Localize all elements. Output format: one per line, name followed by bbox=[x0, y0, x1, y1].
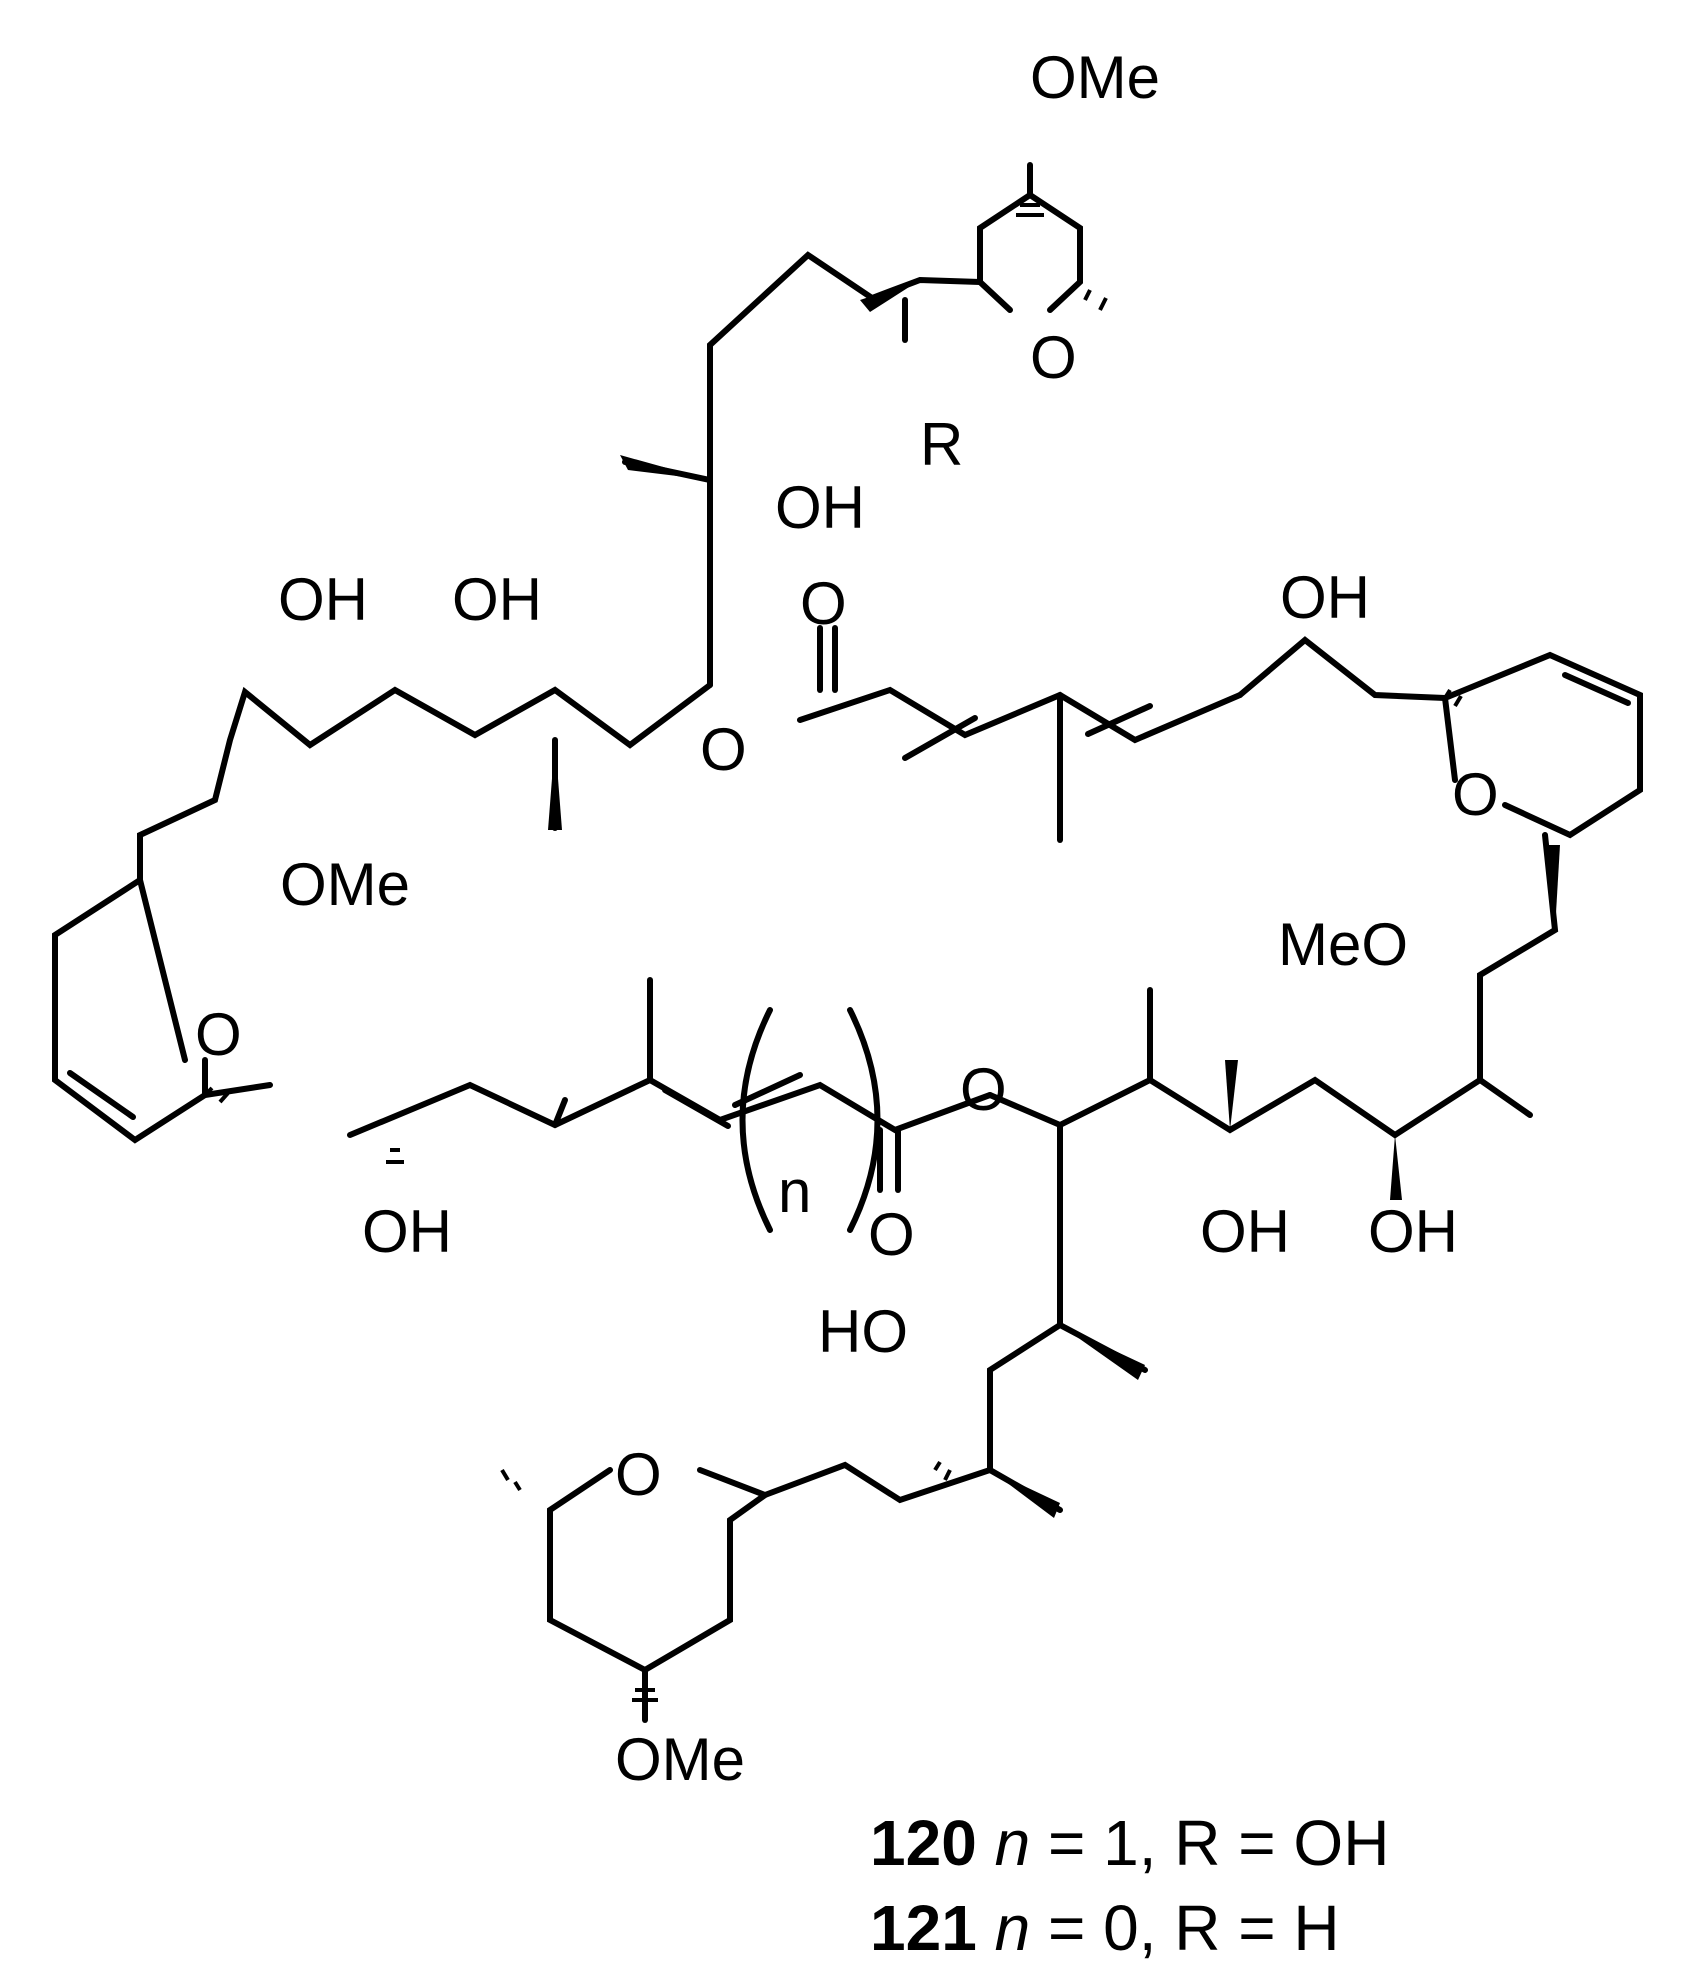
label-ho-lower-center: HO bbox=[818, 1298, 908, 1365]
label-o-carbonyl-upper: O bbox=[800, 570, 847, 637]
label-o-carbonyl-lower: O bbox=[868, 1201, 915, 1268]
caption-2-rest: = 0, R = H bbox=[1030, 1892, 1339, 1964]
caption-1-rest: = 1, R = OH bbox=[1030, 1807, 1389, 1879]
label-o-ring-top: O bbox=[1030, 324, 1077, 391]
label-oh-upper-center: OH bbox=[775, 474, 865, 541]
label-oh-upper-left-b: OH bbox=[452, 566, 542, 633]
label-ome-left: OMe bbox=[280, 851, 410, 918]
label-oh-lower-right-a: OH bbox=[1200, 1198, 1290, 1265]
label-oh-lower-left: OH bbox=[362, 1198, 452, 1265]
stereo-wedges bbox=[548, 280, 1560, 1518]
caption-2-number: 121 bbox=[870, 1892, 977, 1964]
label-o-ring-left: O bbox=[195, 1001, 242, 1068]
label-o-ester-upper: O bbox=[700, 716, 747, 783]
caption-1-var: n bbox=[995, 1807, 1031, 1879]
label-o-ring-bottom: O bbox=[615, 1441, 662, 1508]
label-o-ester-lower: O bbox=[960, 1056, 1007, 1123]
label-oh-upper-left-a: OH bbox=[278, 566, 368, 633]
compound-caption: 120 n = 1, R = OH 121 n = 0, R = H bbox=[870, 1807, 1389, 1964]
label-n-repeat: n bbox=[778, 1158, 811, 1225]
label-r: R bbox=[920, 411, 963, 478]
caption-1-number: 120 bbox=[870, 1807, 977, 1879]
atom-labels: OMe O R OH OH OH O OH O O OMe MeO O O n … bbox=[195, 44, 1499, 1793]
stereo-hashes bbox=[203, 203, 1463, 1702]
caption-line-1: 120 n = 1, R = OH bbox=[870, 1807, 1389, 1879]
label-ome-top: OMe bbox=[1030, 44, 1160, 111]
caption-line-2: 121 n = 0, R = H bbox=[870, 1892, 1340, 1964]
label-oh-upper-right: OH bbox=[1280, 564, 1370, 631]
label-oh-lower-right-b: OH bbox=[1368, 1198, 1458, 1265]
label-meo-right: MeO bbox=[1278, 911, 1408, 978]
label-o-ring-upper-right: O bbox=[1452, 761, 1499, 828]
label-ome-bottom: OMe bbox=[615, 1726, 745, 1793]
caption-2-var: n bbox=[995, 1892, 1031, 1964]
skeletal-bonds bbox=[52, 162, 1643, 1723]
